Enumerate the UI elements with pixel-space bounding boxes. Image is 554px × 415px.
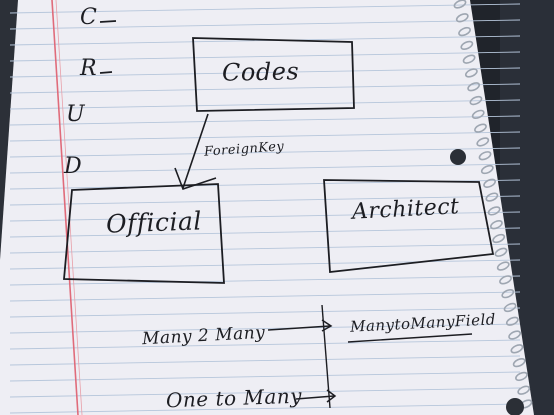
rule-line <box>9 195 521 206</box>
rule-line <box>9 403 521 414</box>
many-to-many-arrow <box>267 325 331 331</box>
spiral-coil <box>467 82 481 92</box>
spiral-coil <box>455 13 469 23</box>
architect-box <box>323 179 495 273</box>
rule-line <box>9 115 521 126</box>
spiral-coil <box>458 26 471 37</box>
rule-line <box>9 259 521 270</box>
rule-line <box>9 323 521 334</box>
rule-line <box>9 67 521 78</box>
rule-line <box>9 291 521 302</box>
margin-line-2 <box>55 0 83 415</box>
spiral-coil <box>503 302 517 313</box>
spiral-coil <box>476 137 490 147</box>
rule-line <box>9 243 521 254</box>
spiral-coil <box>474 123 487 133</box>
foreignkey-arrowhead <box>174 167 217 191</box>
crud-letter-u: U <box>66 102 86 127</box>
rule-line <box>9 83 521 94</box>
crud-letter-r: R <box>80 56 98 81</box>
crud-letter-d: D <box>64 154 83 179</box>
spiral-coil <box>462 54 476 64</box>
rule-line <box>9 371 521 382</box>
spiral-coil <box>492 233 506 244</box>
spiral-coil <box>499 275 512 285</box>
spiral-coil <box>505 316 519 326</box>
spiral-coil <box>508 330 522 340</box>
rule-line <box>9 163 521 174</box>
one-to-many-label: One to Many <box>165 383 303 413</box>
codes-label: Codes <box>221 57 300 87</box>
rule-line <box>9 227 521 238</box>
rule-line <box>9 355 521 366</box>
spiral-coil <box>510 344 524 354</box>
crud-r-dash <box>99 71 113 74</box>
punch-hole-bottom <box>506 398 524 415</box>
spiral-coil <box>490 220 503 230</box>
spiral-coil <box>487 206 501 216</box>
rule-line <box>9 387 521 398</box>
ruled-lines <box>9 3 521 414</box>
spiral-coil <box>471 109 485 119</box>
spiral-coil <box>494 247 508 257</box>
punch-hole-top <box>450 149 466 165</box>
rule-line <box>9 19 521 30</box>
one-to-many-arrowhead <box>326 389 337 403</box>
spiral-binding <box>453 0 533 409</box>
spiral-coil <box>517 385 531 395</box>
rule-line <box>9 131 521 142</box>
official-box <box>63 183 225 284</box>
rule-line <box>9 99 521 110</box>
spiral-coil <box>512 357 526 368</box>
spiral-coil <box>501 289 515 299</box>
rule-line <box>9 339 521 350</box>
rule-line <box>9 275 521 286</box>
official-label: Official <box>105 206 203 239</box>
many-to-many-arrowhead <box>321 319 333 332</box>
spiral-coil <box>485 192 499 202</box>
page-edge-shadow <box>0 0 18 260</box>
spiral-coil <box>478 151 492 161</box>
one-to-many-arrow <box>295 395 335 400</box>
spiral-coil <box>515 371 528 382</box>
foreignkey-arrow-line <box>182 113 209 189</box>
spiral-coil <box>460 40 474 51</box>
rule-line <box>9 211 521 222</box>
rule-line <box>9 307 521 318</box>
codes-box <box>192 37 355 112</box>
spiral-coil <box>480 164 494 175</box>
rule-line <box>9 147 521 158</box>
m2m-field-underline <box>347 333 473 343</box>
crud-c-dash <box>99 20 117 23</box>
spiral-coil <box>469 95 483 106</box>
rule-line <box>9 3 521 14</box>
margin-line <box>51 0 79 415</box>
crud-letter-c: C <box>80 5 98 30</box>
notebook-page <box>0 0 534 415</box>
spiral-coil <box>483 178 496 188</box>
spiral-coil <box>464 68 478 78</box>
rule-line <box>9 51 521 62</box>
spiral-coil <box>453 0 467 9</box>
spiral-coil <box>496 261 510 271</box>
